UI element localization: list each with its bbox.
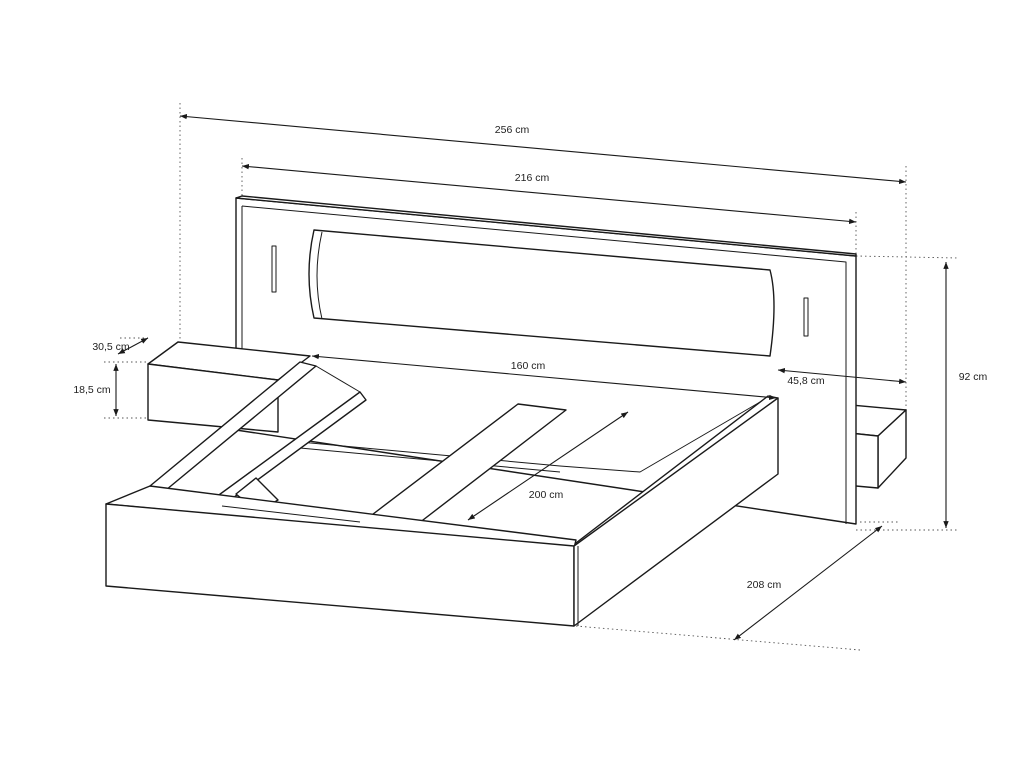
label-mattress-length: 200 cm [529,489,564,501]
label-nightstand-height: 18,5 cm [73,384,111,396]
bed-frame [105,361,779,627]
label-headboard-width: 216 cm [515,172,550,184]
dim-line-mattress-length [467,411,629,521]
dim-line-nightstand-depth [117,337,149,355]
dimension-lines [113,113,949,641]
label-nightstand-depth: 30,5 cm [92,341,130,353]
label-headboard-height: 92 cm [959,371,988,383]
dim-line-headboard-width [241,163,857,225]
dimension-labels: 256 cm 216 cm 160 cm 200 cm 208 cm 92 cm… [73,124,987,591]
dim-line-mattress-width [311,353,777,401]
dim-line-total-length [733,525,883,641]
label-mattress-width: 160 cm [511,360,546,372]
dim-line-nightstand-width [777,367,907,385]
label-nightstand-width: 45,8 cm [787,375,825,387]
label-total-length: 208 cm [747,579,782,591]
label-total-width: 256 cm [495,124,530,136]
